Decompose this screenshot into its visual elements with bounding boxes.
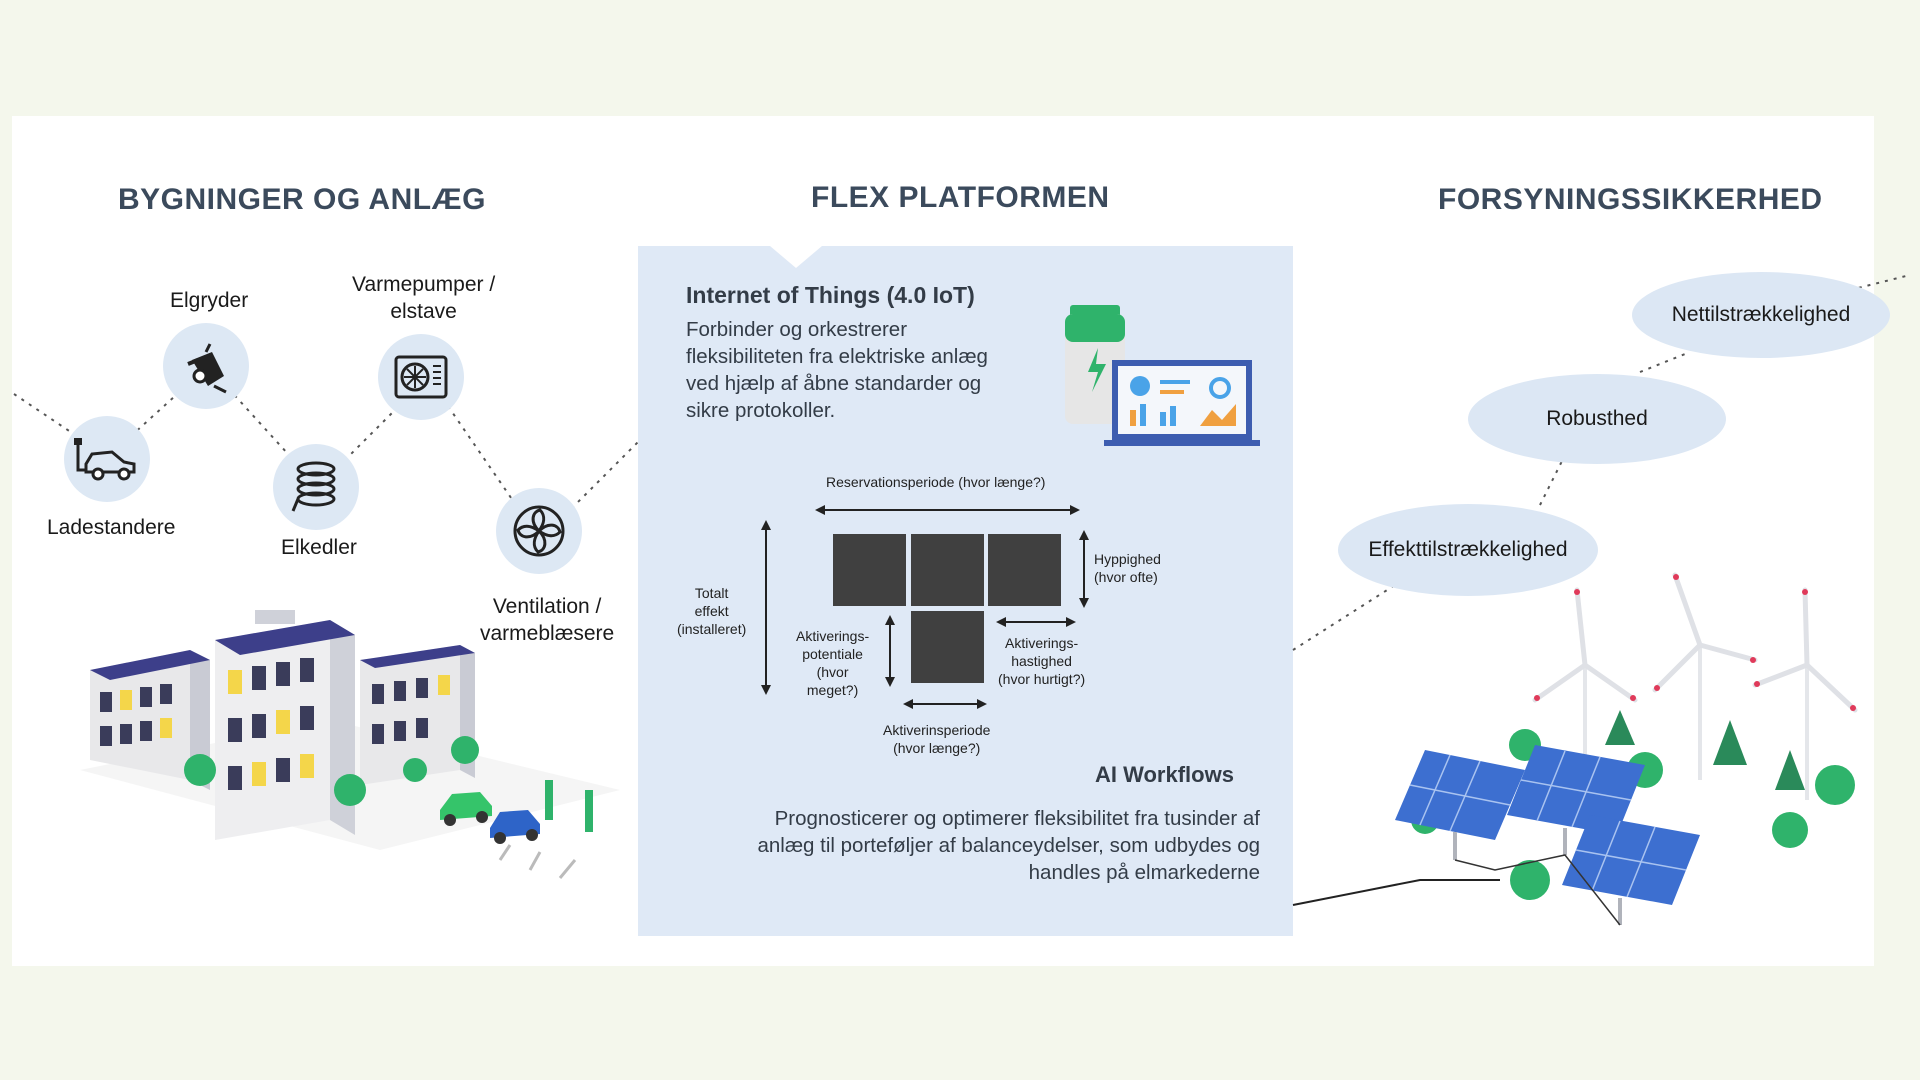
iot-title: Internet of Things (4.0 IoT)	[686, 282, 975, 308]
iot-description: Forbinder og orkestrerer fleksibiliteten…	[686, 318, 988, 422]
security-level-effekt-label: Effekttilstrækkelighed	[1368, 538, 1568, 561]
activation-potential-arrow	[885, 615, 895, 687]
renewables-illustration	[1395, 572, 1858, 926]
boiler-icon	[291, 461, 336, 512]
frequency-label: Hyppighed (hvor ofte)	[1094, 551, 1161, 585]
total-effect-arrow	[761, 520, 771, 695]
center-section-title: FLEX PLATFORMEN	[811, 181, 1110, 214]
ai-workflows-title: AI Workflows	[1095, 762, 1234, 787]
security-level-net-label: Nettilstrækkelighed	[1671, 303, 1851, 326]
security-level-net: Nettilstrækkelighed	[1632, 272, 1890, 358]
label-varmepumper: Varmepumper / elstave	[352, 273, 496, 323]
label-ventilation: Ventilation / varmeblæsere	[480, 595, 615, 645]
buildings-illustration	[80, 610, 620, 879]
cooking-pot-icon	[187, 343, 227, 394]
security-level-robusthed-label: Robusthed	[1546, 407, 1648, 430]
activation-speed-arrow	[996, 617, 1076, 627]
activation-period-arrow	[903, 699, 987, 709]
ventilation-fan-icon	[513, 505, 565, 557]
panel-notch	[770, 246, 822, 268]
frequency-arrow	[1079, 530, 1089, 608]
ai-workflows-description: Prognosticerer og optimerer fleksibilite…	[757, 807, 1260, 884]
security-level-robusthed: Robusthed	[1468, 374, 1726, 464]
security-level-effekt: Effekttilstrækkelighed	[1338, 504, 1598, 596]
reservation-label: Reservationsperiode (hvor længe?)	[826, 474, 1046, 490]
ev-charger-icon-circle	[64, 416, 150, 502]
heat-pump-icon-circle	[378, 334, 464, 420]
boiler-icon-circle	[273, 444, 359, 530]
total-effect-label: Totalt effekt (installeret)	[677, 585, 747, 637]
flex-block-2	[911, 534, 984, 606]
left-section-title: BYGNINGER OG ANLÆG	[118, 183, 486, 216]
activation-speed-label: Aktiverings- hastighed (hvor hurtigt?)	[998, 635, 1086, 687]
ev-charger-icon	[74, 438, 136, 481]
label-elkedler: Elkedler	[281, 536, 357, 559]
reservation-arrow	[815, 505, 1080, 515]
heat-pump-icon	[394, 355, 448, 399]
right-section-title: FORSYNINGSSIKKERHED	[1438, 183, 1823, 216]
flex-block-3	[988, 534, 1061, 606]
flex-block-4	[911, 611, 984, 683]
battery-laptop-illustration	[1065, 305, 1260, 446]
activation-potential-label: Aktiverings- potentiale (hvor meget?)	[796, 628, 870, 698]
ventilation-fan-icon-circle	[496, 488, 582, 574]
label-ladestandere: Ladestandere	[47, 516, 176, 539]
flex-block-1	[833, 534, 906, 606]
label-elgryder: Elgryder	[170, 289, 249, 312]
cooking-pot-icon-circle	[163, 323, 249, 409]
activation-period-label: Aktiverinsperiode (hvor længe?)	[883, 722, 991, 756]
